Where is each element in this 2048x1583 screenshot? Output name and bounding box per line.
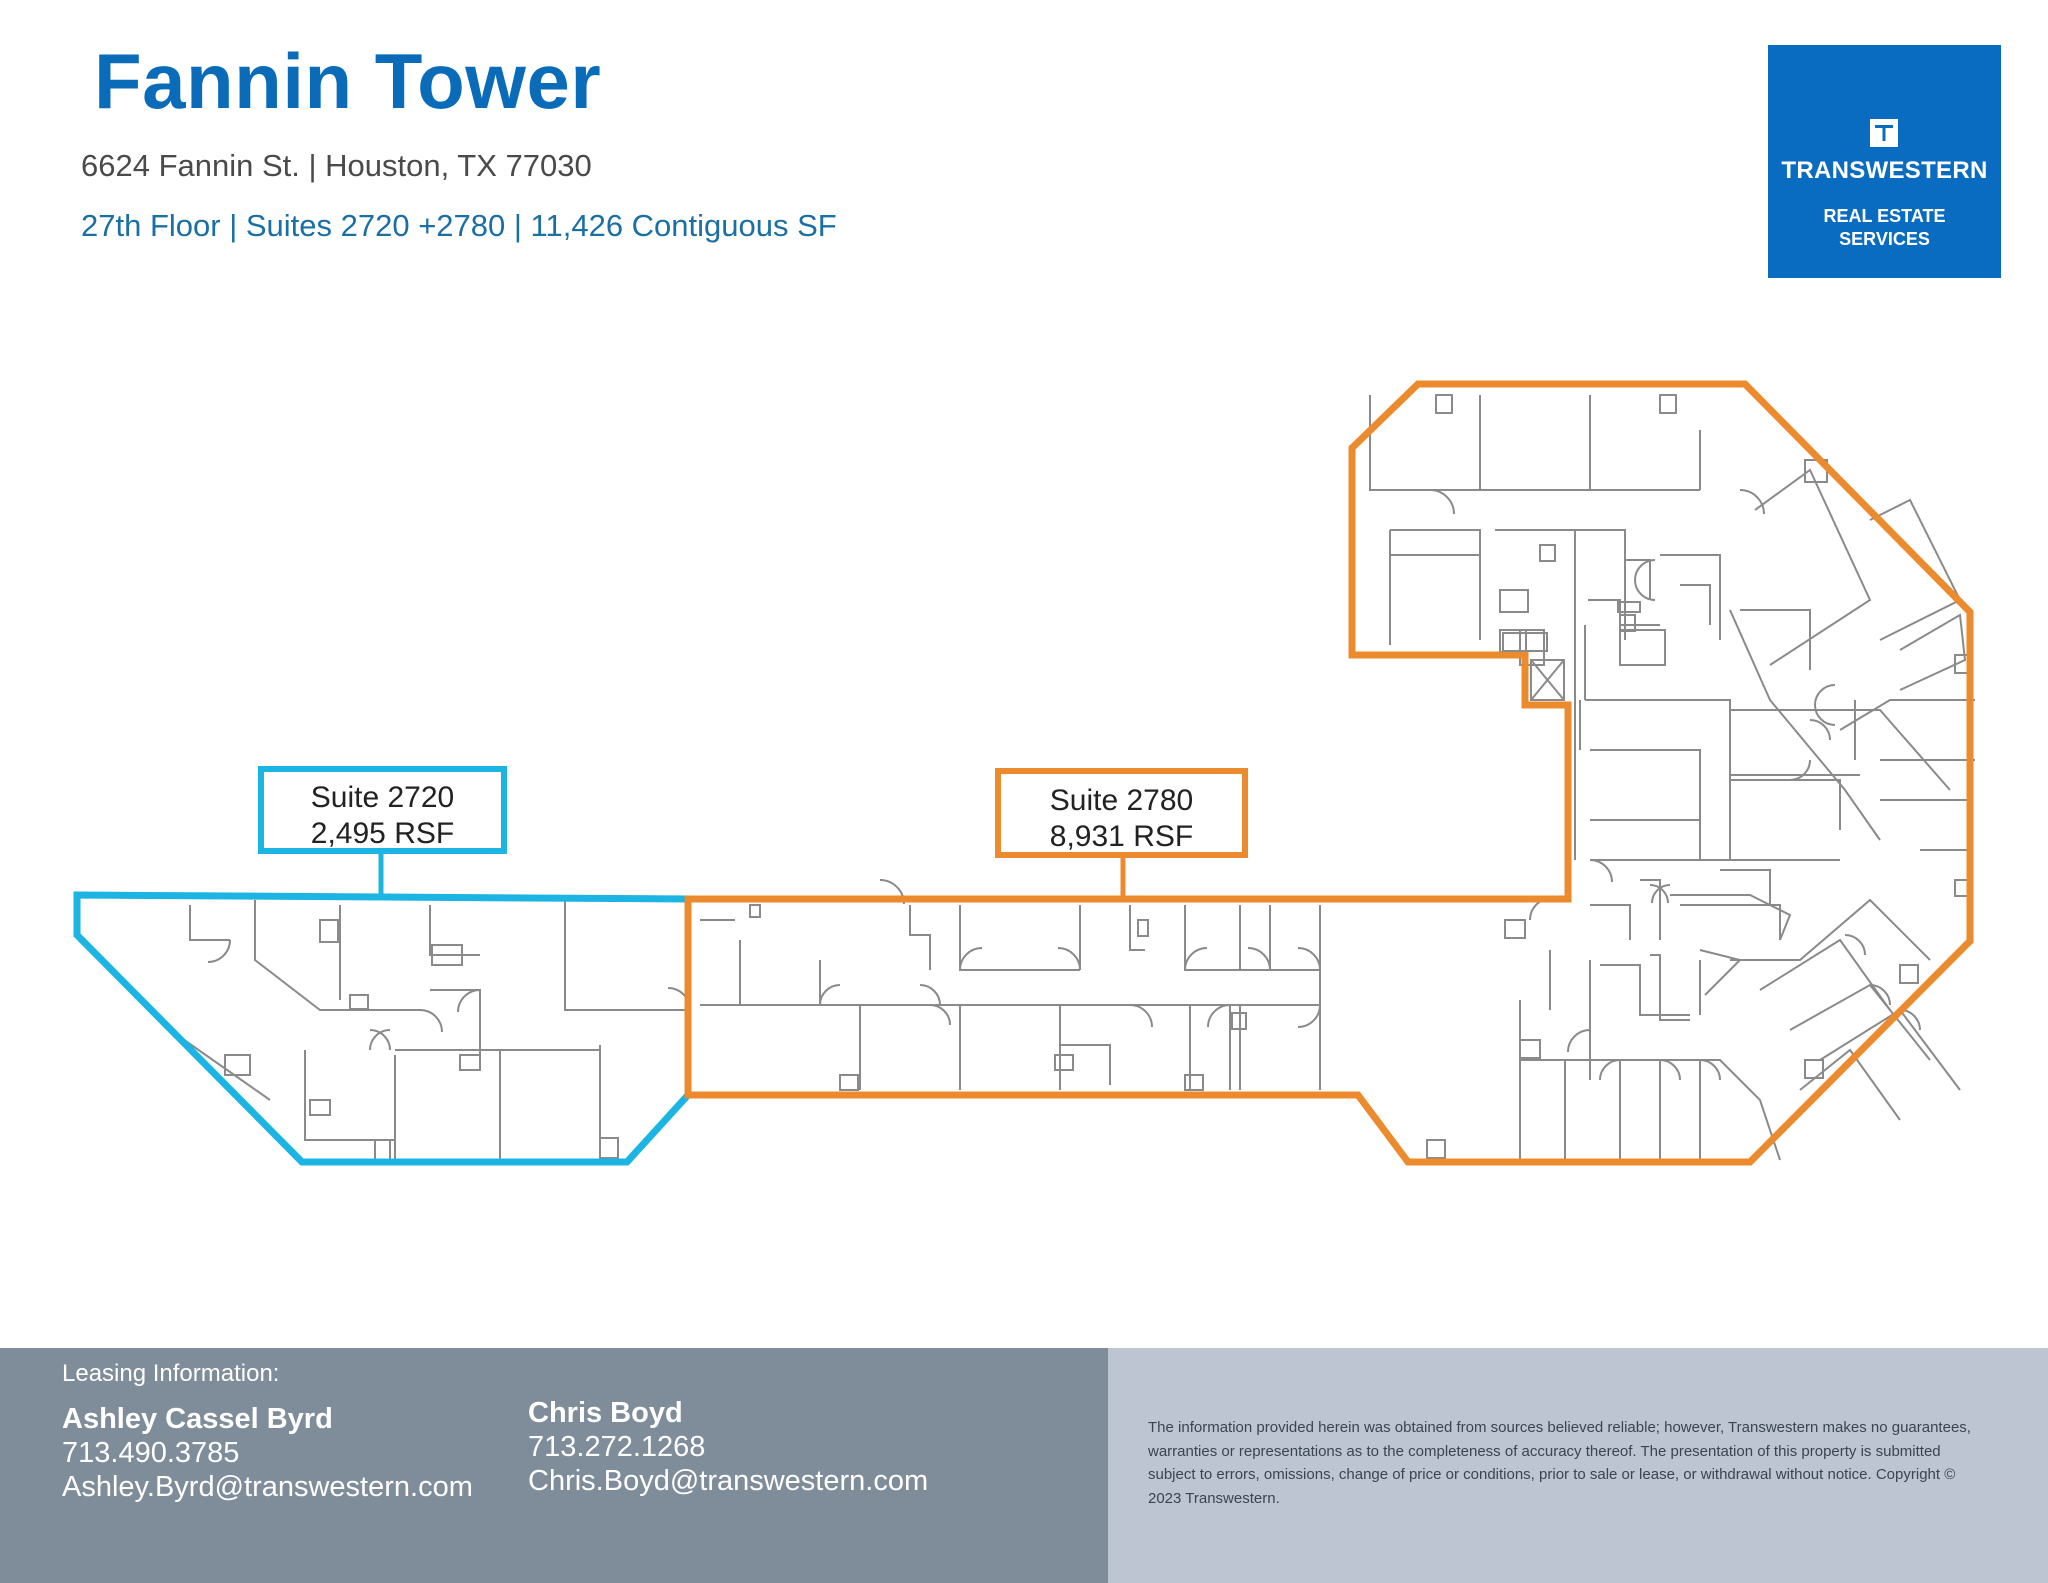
contact-phone[interactable]: 713.272.1268 (528, 1431, 706, 1463)
interior-walls (169, 394, 1975, 1161)
contact-name: Ashley Cassel Byrd (62, 1403, 333, 1435)
contact-email[interactable]: Chris.Boyd@transwestern.com (528, 1465, 929, 1497)
t-monogram-icon (1870, 119, 1898, 147)
page-title: Fannin Tower (94, 37, 602, 125)
suite-2720-boundary (73, 891, 692, 1166)
contact-email[interactable]: Ashley.Byrd@transwestern.com (62, 1471, 473, 1503)
core-shafts (1502, 632, 1565, 701)
contact-chris: Chris Boyd 713.272.1268 Chris.Boyd@trans… (528, 1396, 928, 1498)
suite-2780-label: Suite 2780 8,931 RSF (995, 768, 1248, 858)
contact-name: Chris Boyd (528, 1397, 683, 1429)
suite-2720-label: Suite 2720 2,495 RSF (258, 766, 507, 854)
transwestern-logo: TRANSWESTERN REAL ESTATE SERVICES (1768, 45, 2001, 278)
suite-2780-boundary (684, 380, 1974, 1166)
leasing-heading: Leasing Information: (62, 1360, 280, 1387)
leasing-footer: Leasing Information: Ashley Cassel Byrd … (0, 1348, 1108, 1583)
contact-phone[interactable]: 713.490.3785 (62, 1437, 240, 1469)
door-swings (207, 489, 1921, 1081)
disclaimer-text: The information provided herein was obta… (1148, 1419, 1971, 1507)
contact-ashley: Ashley Cassel Byrd 713.490.3785 Ashley.B… (62, 1402, 473, 1504)
property-address: 6624 Fannin St. | Houston, TX 77030 (81, 148, 592, 183)
suites-summary: 27th Floor | Suites 2720 +2780 | 11,426 … (81, 208, 837, 243)
logo-wordmark: TRANSWESTERN (1781, 157, 1988, 184)
logo-tagline: REAL ESTATE SERVICES (1823, 206, 1946, 249)
disclaimer-panel: The information provided herein was obta… (1108, 1348, 2048, 1583)
